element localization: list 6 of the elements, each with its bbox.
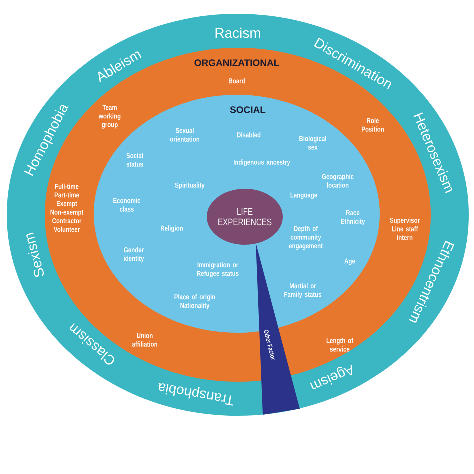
- ring-word: Transphobia: [158, 383, 234, 406]
- ring-word: Racism: [216, 28, 260, 38]
- ring-heading: SOCIAL: [230, 106, 266, 114]
- ring-heading: ORGANIZATIONAL: [194, 60, 280, 66]
- ring-word: Sexism: [26, 232, 44, 278]
- center-label: LIFE EXPERIENCES: [218, 208, 272, 226]
